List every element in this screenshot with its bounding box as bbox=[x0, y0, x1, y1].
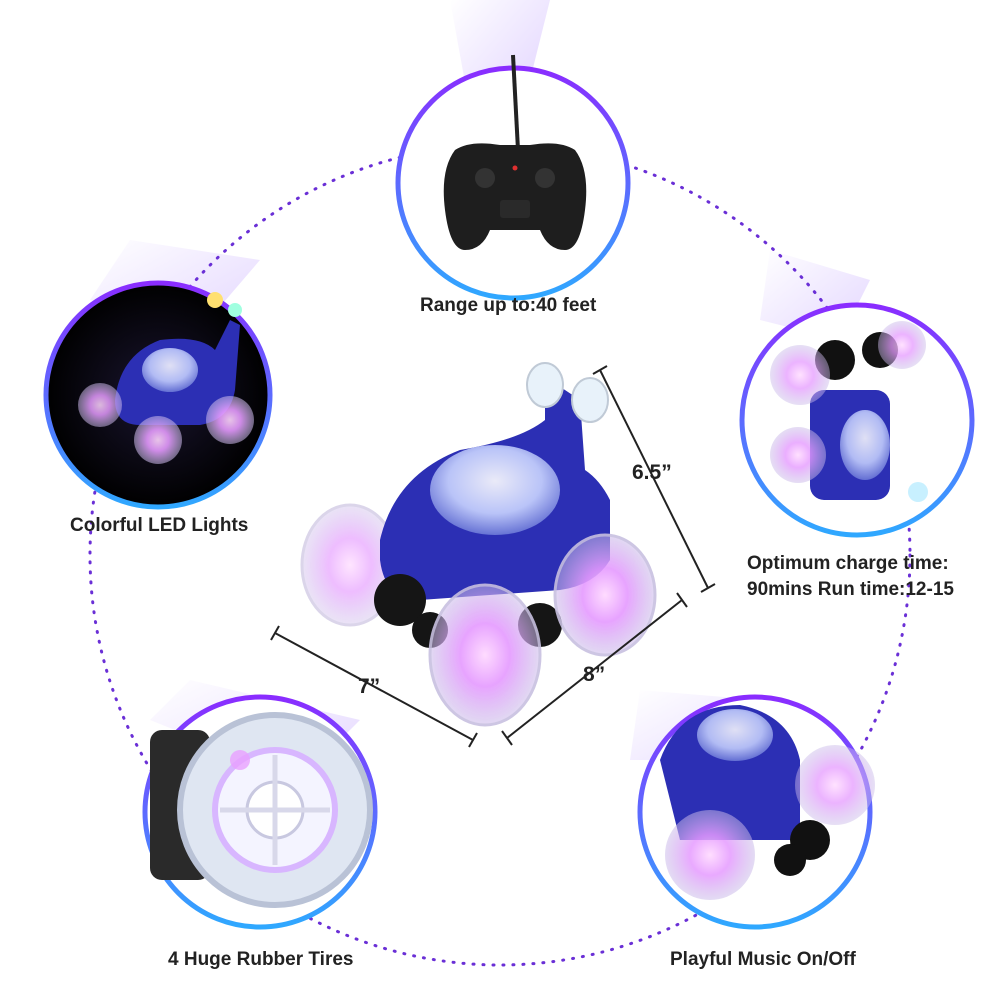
charge-time-label-line1: Optimum charge time: bbox=[747, 553, 949, 574]
charge-time-label-line2: 90mins Run time:12-15 bbox=[747, 579, 954, 600]
charge-feature bbox=[739, 302, 975, 538]
led-feature bbox=[43, 280, 273, 510]
height-dimension-value: 6.5” bbox=[632, 461, 672, 484]
tires-feature bbox=[142, 694, 378, 930]
tires-label: 4 Huge Rubber Tires bbox=[168, 949, 354, 970]
length-dimension-line bbox=[274, 632, 474, 741]
music-label: Playful Music On/Off bbox=[670, 949, 856, 970]
led-lights-label: Colorful LED Lights bbox=[70, 515, 249, 536]
height-dimension-line bbox=[599, 369, 709, 589]
remote-feature bbox=[395, 54, 631, 301]
music-car-icon bbox=[660, 705, 875, 900]
remote-control-icon bbox=[443, 54, 587, 250]
width-dimension-value: 8” bbox=[583, 663, 606, 686]
tire-closeup-icon bbox=[150, 712, 373, 908]
music-feature bbox=[637, 694, 875, 930]
width-dimension-line bbox=[506, 599, 683, 739]
upright-car-icon bbox=[770, 321, 928, 502]
length-dimension-value: 7” bbox=[358, 675, 381, 698]
lit-car-icon bbox=[78, 292, 254, 464]
dimension-lines bbox=[270, 365, 716, 748]
main-car-image bbox=[300, 362, 657, 727]
remote-range-label: Range up to:40 feet bbox=[420, 295, 597, 316]
